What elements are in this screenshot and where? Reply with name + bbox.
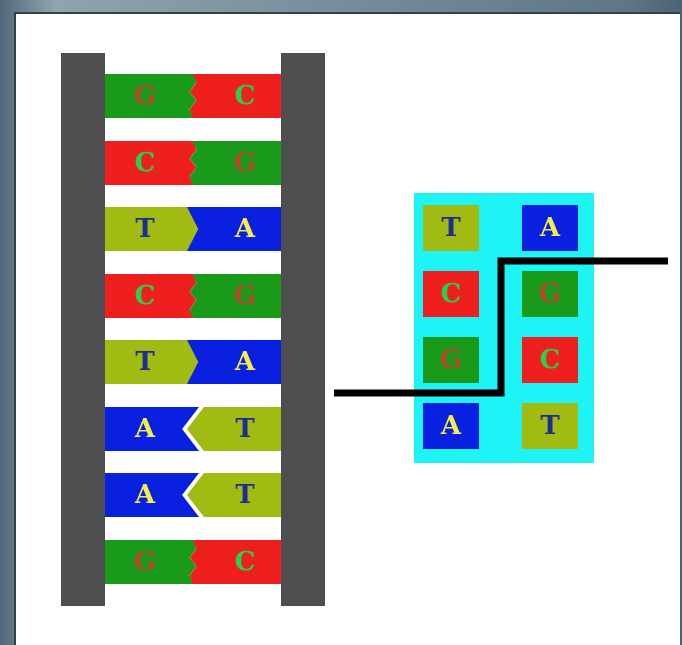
base-right	[189, 274, 281, 318]
base-left	[105, 74, 197, 118]
key-base-right: T	[522, 403, 578, 449]
base-letter: G	[133, 547, 157, 577]
key-base-right: G	[522, 271, 578, 317]
base-left	[105, 340, 199, 384]
base-letter: T	[135, 214, 155, 244]
base-right	[189, 141, 281, 185]
key-base-left: C	[423, 271, 479, 317]
base-letter: A	[134, 414, 156, 444]
base-letter: C	[234, 547, 256, 577]
base-letter: G	[133, 81, 157, 111]
base-letter: C	[134, 148, 156, 178]
key-base-left: G	[423, 337, 479, 383]
base-right	[187, 473, 281, 517]
base-letter: C	[234, 81, 256, 111]
key-base-right: C	[522, 337, 578, 383]
key-base-right: A	[522, 205, 578, 251]
base-right	[187, 340, 281, 384]
base-right	[189, 540, 281, 584]
base-left	[105, 141, 197, 185]
base-letter: A	[134, 480, 156, 510]
backbone-left	[61, 53, 105, 606]
base-left	[105, 540, 197, 584]
base-letter: T	[135, 347, 155, 377]
base-letter: G	[233, 148, 257, 178]
base-letter: T	[235, 414, 255, 444]
base-right	[189, 74, 281, 118]
key-base-left: T	[423, 205, 479, 251]
backbone-right	[281, 53, 325, 606]
base-left	[105, 274, 197, 318]
base-letter: T	[235, 480, 255, 510]
base-letter: C	[134, 281, 156, 311]
base-letter: G	[233, 281, 257, 311]
base-letter: A	[234, 214, 256, 244]
base-letter: A	[234, 347, 256, 377]
base-right	[187, 207, 281, 251]
key-base-left: A	[423, 403, 479, 449]
base-left	[105, 207, 199, 251]
base-right	[187, 407, 281, 451]
